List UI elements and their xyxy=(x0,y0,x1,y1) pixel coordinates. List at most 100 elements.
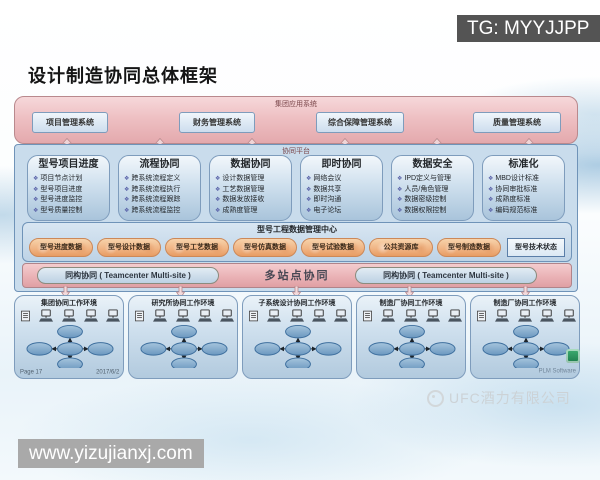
page-title: 设计制造协同总体框架 xyxy=(28,66,218,86)
column-item: 网络会议 xyxy=(301,174,382,185)
column-item: 数据共享 xyxy=(301,185,382,196)
workstation-icon xyxy=(83,309,98,322)
company-watermark-text: UFC酒力有限公司 xyxy=(449,390,571,406)
data-oval-resource: 公共资源库 xyxy=(369,238,433,257)
server-icon xyxy=(135,310,144,322)
column-item: 电子论坛 xyxy=(301,206,382,217)
data-oval-test: 型号试验数据 xyxy=(301,238,365,257)
system-box-project: 项目管理系统 xyxy=(32,112,108,133)
workstation-icon xyxy=(517,309,532,322)
data-oval-design: 型号设计数据 xyxy=(97,238,161,257)
column-realtime-collab: 即时协同 网络会议 数据共享 即时沟通 电子论坛 xyxy=(300,155,383,221)
column-item: 跨系统流程执行 xyxy=(119,185,200,196)
env-title: 子系统设计协同工作环境 xyxy=(258,300,336,307)
column-item: 即时沟通 xyxy=(301,195,382,206)
data-oval-process: 型号工艺数据 xyxy=(165,238,229,257)
system-box-support: 综合保障管理系统 xyxy=(316,112,404,133)
page-number-label: Page 17 xyxy=(20,369,43,375)
server-icon xyxy=(249,310,258,322)
column-item: 数据权限控制 xyxy=(392,206,473,217)
env-title: 研究所协同工作环境 xyxy=(151,300,215,307)
column-item: 数据发放接收 xyxy=(210,195,291,206)
vendor-watermark: PLM Software xyxy=(538,368,576,374)
column-item: 工艺数据管理 xyxy=(210,185,291,196)
column-item: IPD定义与管理 xyxy=(392,174,473,185)
workstation-icon xyxy=(175,309,190,322)
workstation-icons-row xyxy=(133,308,235,323)
workstation-icon xyxy=(403,309,418,322)
env-title: 集团协同工作环境 xyxy=(41,300,97,307)
column-title: 数据安全 xyxy=(412,159,453,170)
multisite-oval-left: 同构协同 ( Teamcenter Multi-site ) xyxy=(37,267,219,284)
env-box-institute: 研究所协同工作环境 xyxy=(128,295,238,379)
column-standardization: 标准化 MBD设计标准 协同审批标准 成熟度标准 编码规范标准 xyxy=(482,155,565,221)
column-item: 成熟度管理 xyxy=(210,206,291,217)
workstation-icon xyxy=(61,309,76,322)
workstation-icon xyxy=(289,309,304,322)
workstation-icon xyxy=(495,309,510,322)
env-box-subsystem: 子系统设计协同工作环境 xyxy=(242,295,352,379)
column-data-security: 数据安全 IPD定义与管理 人员/角色管理 数据密级控制 数据权限控制 xyxy=(391,155,474,221)
column-item: 设计数据管理 xyxy=(210,174,291,185)
site-watermark: www.yizujianxj.com xyxy=(18,439,204,468)
column-item: 编码规范标准 xyxy=(483,206,564,217)
workstation-icon xyxy=(311,309,326,322)
column-title: 流程协同 xyxy=(139,159,180,170)
data-oval-progress: 型号进度数据 xyxy=(29,238,93,257)
column-item: 协同审批标准 xyxy=(483,185,564,196)
tg-watermark: TG: MYYJJPP xyxy=(457,15,600,42)
workstation-icon xyxy=(334,309,349,322)
workstation-icon xyxy=(267,309,282,322)
group-application-label: 集团应用系统 xyxy=(275,101,317,108)
column-item: 跨系统流程定义 xyxy=(119,174,200,185)
column-title: 数据协同 xyxy=(230,159,271,170)
workstation-icon xyxy=(153,309,168,322)
column-project-progress: 型号项目进度 项目节点计划 型号项目进度 型号进度监控 型号质量控制 xyxy=(27,155,110,221)
multisite-label: 多站点协同 xyxy=(264,270,330,282)
column-item: 型号质量控制 xyxy=(28,206,109,217)
column-item: MBD设计标准 xyxy=(483,174,564,185)
workstation-icons-row xyxy=(19,308,121,323)
site-network-diagram xyxy=(26,324,114,368)
date-label: 2017/6/2 xyxy=(95,369,119,375)
column-item: 型号进度监控 xyxy=(28,195,109,206)
company-watermark: UFC酒力有限公司 xyxy=(427,388,571,408)
column-process-collab: 流程协同 跨系统流程定义 跨系统流程执行 跨系统流程跟踪 跨系统流程监控 xyxy=(118,155,201,221)
data-oval-simulation: 型号仿真数据 xyxy=(233,238,297,257)
server-icon xyxy=(363,310,372,322)
site-network-diagram xyxy=(254,324,342,368)
workstation-icon xyxy=(425,309,440,322)
env-title: 制造厂协同工作环境 xyxy=(379,300,443,307)
env-box-group: 集团协同工作环境 Page 17 2017/6/2 xyxy=(14,295,124,379)
site-network-diagram xyxy=(482,324,570,368)
env-box-factory-2: 制造厂协同工作环境 PLM Software xyxy=(470,295,580,379)
workstation-icon xyxy=(106,309,121,322)
site-network-diagram xyxy=(140,324,228,368)
tech-status-box: 型号技术状态 xyxy=(507,238,565,257)
workstation-icon xyxy=(562,309,577,322)
workstation-icon xyxy=(197,309,212,322)
collaboration-platform-panel: 协同平台 型号项目进度 项目节点计划 型号项目进度 型号进度监控 型号质量控制 … xyxy=(14,144,578,292)
column-title: 标准化 xyxy=(508,159,539,170)
workstation-icon xyxy=(448,309,463,322)
column-title: 即时协同 xyxy=(321,159,362,170)
platform-label: 协同平台 xyxy=(282,148,310,155)
workstation-icons-row xyxy=(361,308,463,323)
green-logo-icon xyxy=(566,349,580,363)
column-data-collab: 数据协同 设计数据管理 工艺数据管理 数据发放接收 成熟度管理 xyxy=(209,155,292,221)
workstation-icon xyxy=(539,309,554,322)
column-item: 人员/角色管理 xyxy=(392,185,473,196)
data-center-label: 型号工程数据管理中心 xyxy=(257,225,337,234)
workstation-icons-row xyxy=(475,308,577,323)
column-item: 型号项目进度 xyxy=(28,185,109,196)
column-item: 项目节点计划 xyxy=(28,174,109,185)
column-item: 数据密级控制 xyxy=(392,195,473,206)
data-oval-manufacture: 型号制造数据 xyxy=(437,238,501,257)
system-box-quality: 质量管理系统 xyxy=(473,112,561,133)
column-item: 成熟度标准 xyxy=(483,195,564,206)
column-item: 跨系统流程跟踪 xyxy=(119,195,200,206)
workstation-icon xyxy=(381,309,396,322)
workstation-icons-row xyxy=(247,308,349,323)
data-center-band: 型号工程数据管理中心 型号进度数据 型号设计数据 型号工艺数据 型号仿真数据 型… xyxy=(22,222,572,262)
